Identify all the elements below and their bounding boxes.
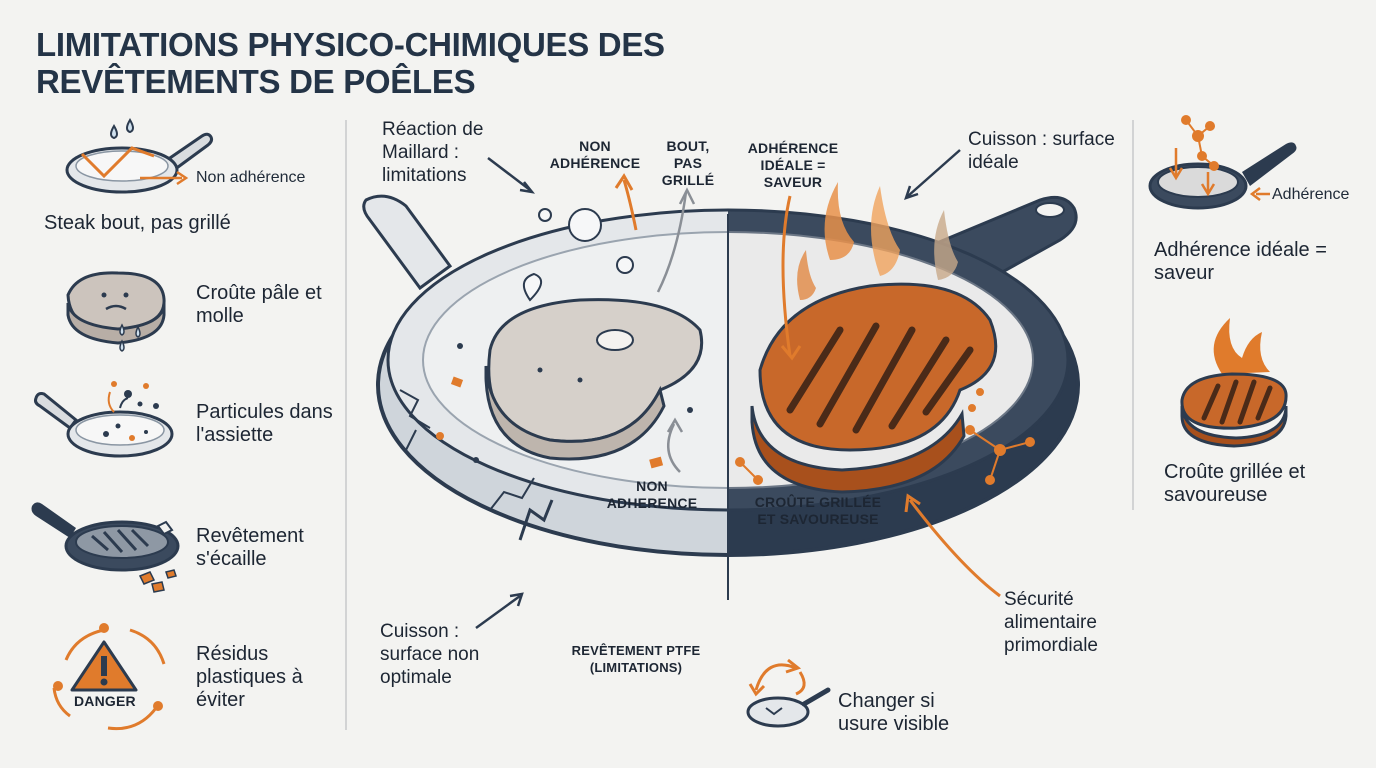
split-pan-illustration — [362, 182, 1080, 600]
grilled-steak-icon — [1180, 318, 1288, 448]
cuisson-non-optimale-label: Cuisson : surface non optimale — [380, 621, 480, 688]
adherence-tag: Adhérence — [1272, 186, 1350, 203]
revetement-ptfe-label: REVÊTEMENT PTFE (LIMITATIONS) — [571, 643, 701, 675]
steak-bout-label: Steak bout, pas grillé — [44, 212, 231, 234]
non-adherence-tag: Non adhérence — [196, 169, 306, 186]
revetement-ecaille-label: Revêtement s'écaille — [196, 525, 304, 570]
left-divider — [345, 120, 347, 730]
croute-pale-label: Croûte pâle et molle — [196, 282, 322, 327]
non-stick-pan-icon — [65, 118, 214, 194]
pale-steak-icon — [66, 271, 166, 352]
danger-warning-icon — [52, 623, 166, 731]
non-adherence-bottom-label: NON ADHERENCE — [606, 478, 698, 511]
danger-text: DANGER — [74, 693, 136, 709]
adherence-pan-icon — [1148, 115, 1297, 210]
right-divider — [1132, 120, 1134, 510]
residus-label: Résidus plastiques à éviter — [196, 643, 303, 711]
maillard-label: Réaction de Maillard : limitations — [382, 119, 484, 186]
adherence-ideale-right-label: Adhérence idéale = saveur — [1154, 239, 1327, 284]
changer-label: Changer si usure visible — [838, 690, 950, 735]
worn-pan-icon — [746, 658, 831, 728]
cuisson-ideale-label: Cuisson : surface idéale — [968, 129, 1115, 173]
scaling-pan-icon — [31, 502, 180, 593]
particles-pan-icon — [34, 381, 174, 458]
page-title: LIMITATIONS PHYSICO-CHIMIQUES DES REVÊTE… — [36, 26, 665, 100]
croute-grillee-center-label: CROÛTE GRILLÉE ET SAVOUREUSE — [754, 494, 882, 527]
non-adherence-top-label: NON ADHÉRENCE — [549, 138, 641, 171]
particules-label: Particules dans l'assiette — [196, 401, 333, 446]
adherence-ideale-label: ADHÉRENCE IDÉALE = SAVEUR — [747, 140, 839, 190]
croute-grillee-right-label: Croûte grillée et savoureuse — [1164, 461, 1306, 506]
securite-label: Sécurité alimentaire primordiale — [1004, 589, 1098, 656]
bout-pas-grille-label: BOUT, PAS GRILLÉ — [661, 138, 715, 188]
